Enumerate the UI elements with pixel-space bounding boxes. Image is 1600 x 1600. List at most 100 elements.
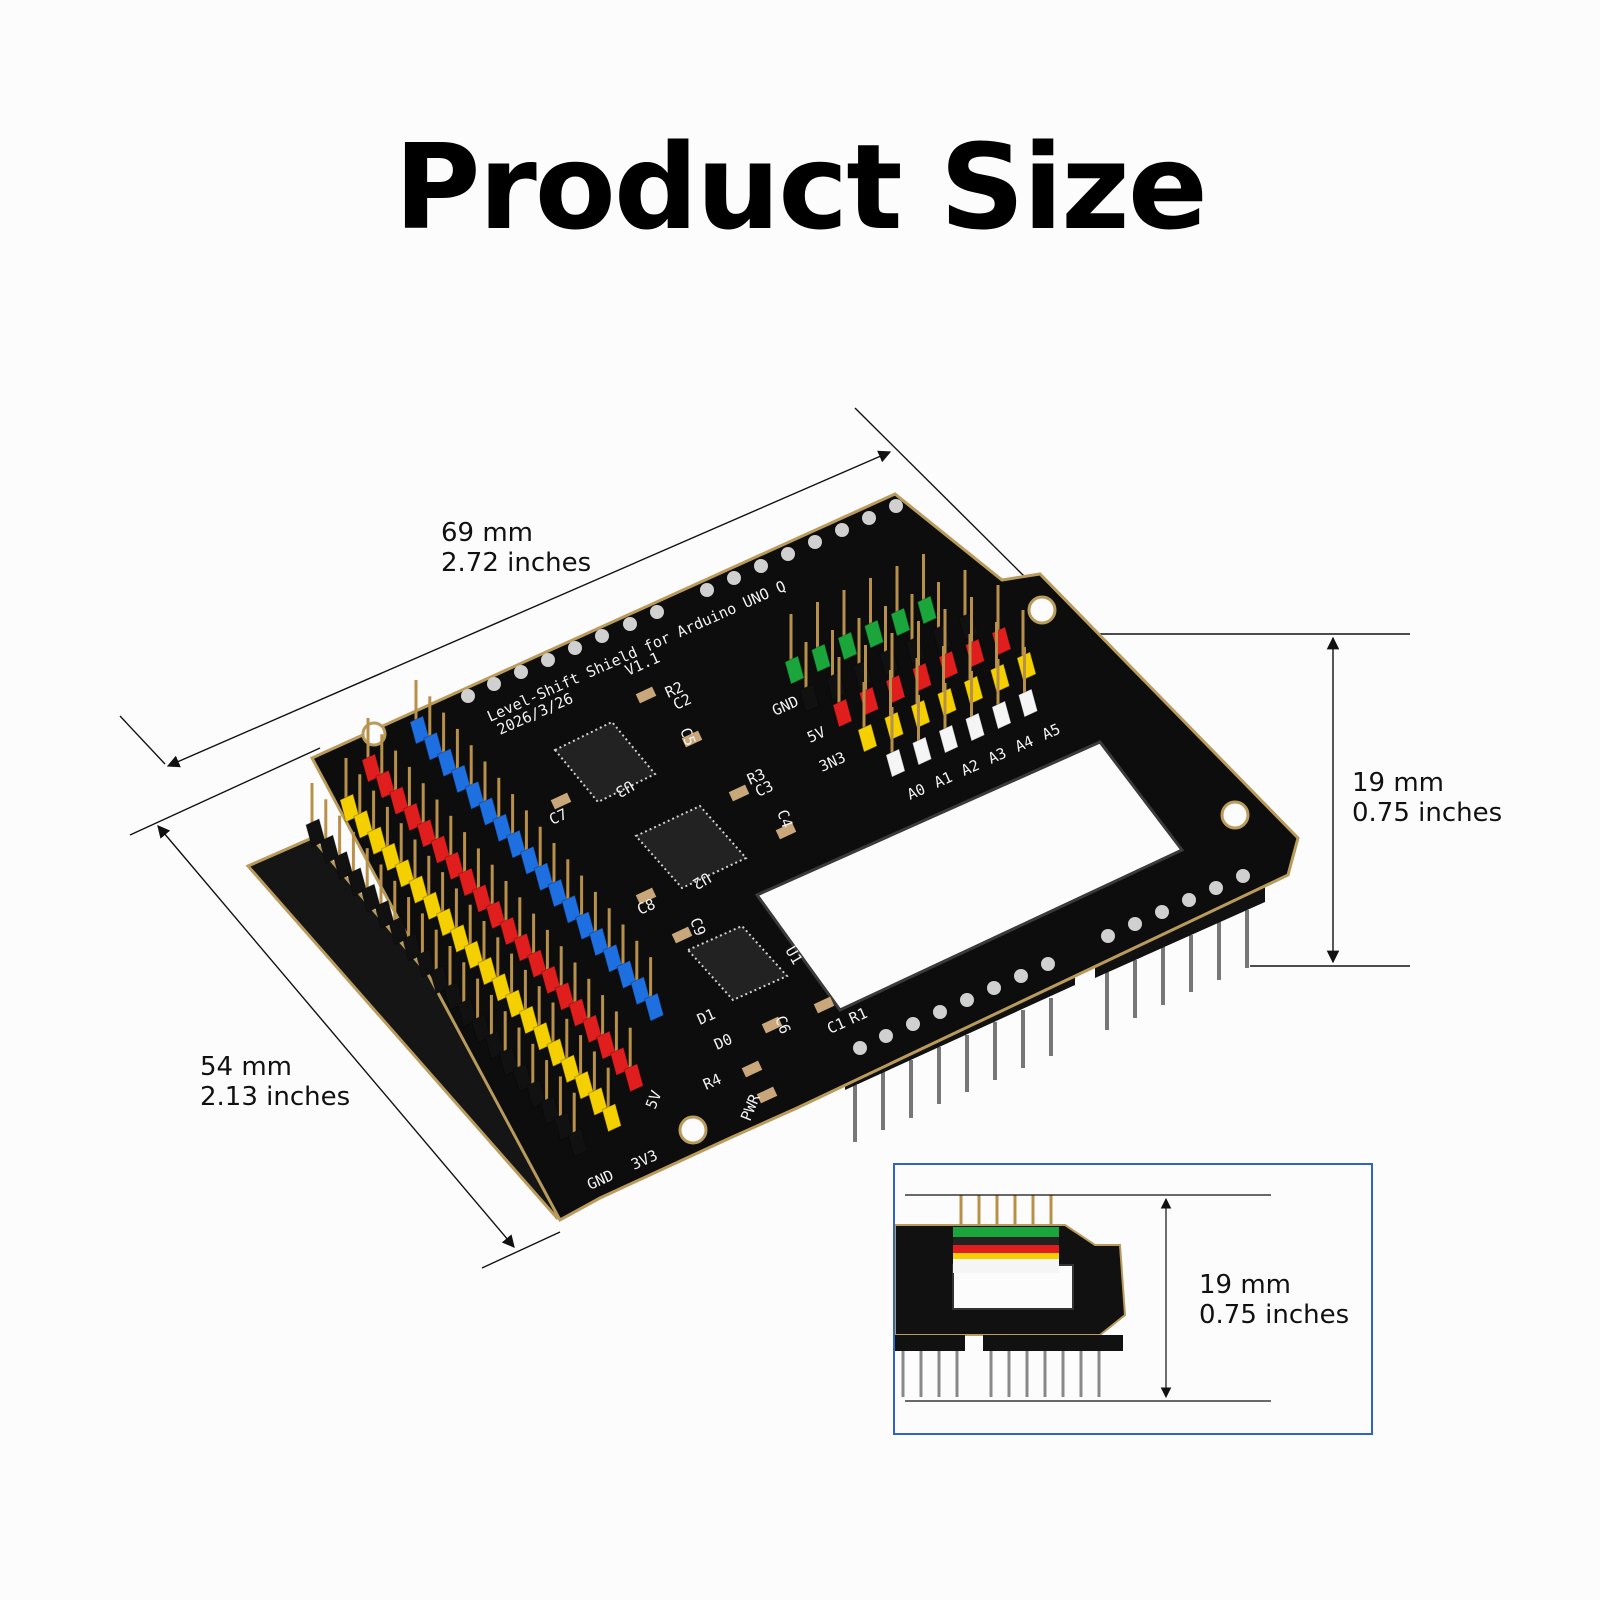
left-header-pin	[353, 774, 374, 840]
right-header-pin	[958, 570, 979, 641]
left-header-pin	[567, 1092, 588, 1158]
left-header-pin	[437, 712, 458, 778]
left-header-pin	[471, 848, 492, 914]
right-header-pin	[832, 657, 853, 728]
right-header-pin	[885, 707, 906, 778]
left-pin-headers	[305, 680, 665, 1158]
right-header-pin	[964, 671, 986, 742]
left-header-pin	[380, 806, 401, 872]
left-header-pin	[415, 913, 436, 979]
label-a0: A0	[904, 780, 928, 804]
left-header-pin	[484, 994, 505, 1060]
right-header-pin	[857, 682, 878, 753]
label-a1: A1	[931, 768, 955, 792]
right-header-pin	[799, 642, 820, 713]
left-header-pin	[409, 680, 430, 745]
right-header-pin	[911, 695, 933, 766]
label-a4: A4	[1012, 732, 1036, 756]
left-header-pin	[464, 745, 485, 810]
left-header-pin	[423, 696, 444, 762]
label-left-5v: 5V	[642, 1088, 665, 1111]
right-header-pin	[938, 683, 959, 754]
left-header-pin	[546, 1002, 567, 1068]
label-c2: C2	[670, 690, 694, 714]
length-inches: 2.72 inches	[441, 548, 592, 578]
left-header-pin	[505, 953, 526, 1019]
label-c8: C8	[634, 895, 658, 919]
ic-chips	[553, 720, 789, 1002]
length-dimension-label: 69 mm 2.72 inches	[441, 518, 591, 578]
left-header-pin	[444, 815, 465, 881]
label-r4: R4	[700, 1070, 724, 1094]
left-header-pin	[485, 864, 506, 930]
left-header-pin	[389, 750, 410, 816]
right-header-pin	[878, 606, 900, 677]
left-header-pin	[388, 880, 409, 946]
side-view-inset: 19 mm 0.75 inches	[893, 1163, 1373, 1435]
left-header-pin	[449, 888, 470, 954]
left-header-pin	[498, 1011, 519, 1076]
left-header-pin	[499, 881, 520, 946]
right-pin-headers	[784, 554, 1039, 778]
left-header-pin	[547, 843, 568, 908]
inset-height-mm: 19 mm	[1199, 1270, 1292, 1300]
label-c9: C9	[686, 915, 709, 938]
label-c7: C7	[546, 805, 570, 829]
left-header-pin	[463, 904, 484, 970]
left-header-pin	[588, 891, 609, 957]
label-c6: C6	[771, 1013, 794, 1036]
height-mm: 19 mm	[1352, 768, 1445, 798]
left-header-pin	[616, 924, 637, 990]
left-header-pin	[458, 832, 479, 897]
left-header-pin	[471, 978, 492, 1044]
left-header-pin	[561, 859, 582, 925]
width-mm: 54 mm	[200, 1052, 293, 1082]
left-header-pin	[596, 995, 617, 1060]
right-header-pin	[810, 602, 832, 673]
right-header-pin	[1017, 647, 1039, 718]
left-header-pin	[333, 815, 354, 881]
width-inches: 2.13 inches	[200, 1082, 351, 1112]
left-header-pin	[526, 1043, 547, 1109]
left-header-pin	[602, 908, 623, 973]
dimension-lines	[119, 407, 1410, 1269]
left-header-pin	[477, 921, 498, 986]
right-header-pin	[931, 582, 953, 653]
label-c1: C1	[824, 1014, 848, 1038]
left-header-pin	[512, 1027, 533, 1093]
left-header-pin	[374, 864, 395, 930]
label-d0: D0	[711, 1030, 735, 1054]
left-header-pin	[575, 875, 596, 941]
right-header-pin	[916, 554, 938, 625]
label-r1: R1	[846, 1004, 870, 1028]
left-header-pin	[402, 766, 423, 832]
left-header-pin	[553, 1076, 574, 1142]
left-header-pin	[422, 855, 443, 921]
label-5v: 5V	[804, 723, 828, 747]
left-header-pin	[361, 718, 382, 783]
right-header-pin	[890, 566, 911, 637]
left-header-pin	[436, 872, 457, 937]
right-header-pin	[825, 630, 847, 701]
pcb-board	[309, 492, 1300, 1223]
right-header-pin	[852, 618, 873, 689]
inset-height-label: 19 mm 0.75 inches	[1199, 1270, 1349, 1330]
right-header-pin	[784, 614, 805, 685]
length-mm: 69 mm	[441, 518, 534, 548]
left-header-pin	[644, 957, 665, 1022]
left-header-pin	[532, 986, 553, 1051]
side-view-illustration	[895, 1194, 1271, 1402]
left-header-pin	[601, 1067, 622, 1133]
inset-height-inches: 0.75 inches	[1199, 1300, 1350, 1330]
height-dimension-label: 19 mm 0.75 inches	[1352, 768, 1502, 828]
width-dimension-label: 54 mm 2.13 inches	[200, 1052, 350, 1112]
height-inches: 0.75 inches	[1352, 798, 1503, 828]
left-header-pin	[305, 783, 326, 848]
left-header-pin	[609, 1011, 630, 1077]
left-header-pin	[416, 783, 437, 848]
label-a5: A5	[1039, 720, 1063, 744]
label-c4: C4	[773, 807, 796, 830]
label-r3: R3	[744, 765, 768, 789]
label-c3: C3	[752, 777, 776, 801]
